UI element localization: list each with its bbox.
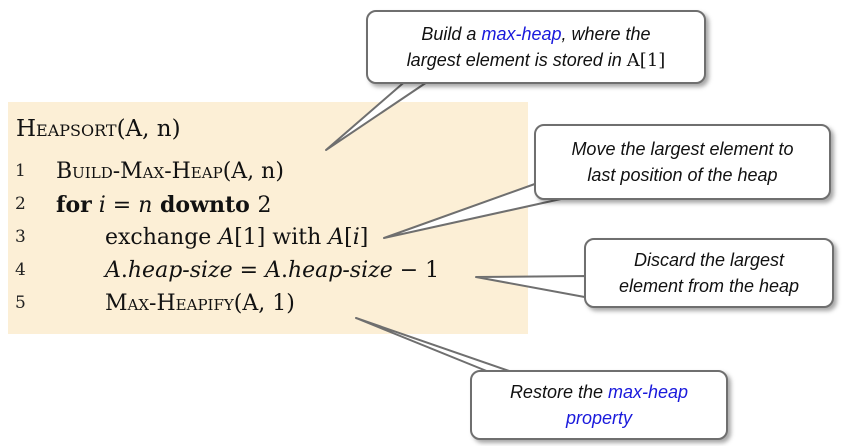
equals-sign: = [232,258,266,283]
loop-start: n [138,193,153,218]
call-args: (A, 1) [233,291,295,316]
procedure-name: Heapsort [16,116,117,142]
pointer-restore [355,317,519,375]
dot: . [120,258,128,283]
callout-text: Restore the [509,382,608,402]
callout-math-a1: A[1] [626,49,666,71]
callout-text: , where the [561,23,651,44]
index-i: i [352,225,360,250]
exchange-word: exchange [105,225,219,250]
code-line-3: 3 exchange A[1] with A[i] [0,225,520,255]
callout-text: element from the heap [618,276,800,296]
call-build-max-heap: Build-Max-Heap [56,159,223,184]
callout-discard-largest: Discard the largest element from the hea… [584,238,834,308]
minus-one: − 1 [392,258,440,283]
call-args: (A, n) [222,159,284,184]
code-line-4: 4 A.heap-size = A.heap-size − 1 [0,258,520,288]
keyword-for: for [56,192,92,218]
callout-text: Build a [421,23,482,44]
bracket-close: ] [359,225,369,250]
callout-text: Move the largest element to [571,139,794,159]
loop-var: i [98,193,106,218]
heap-size-field: heap-size [287,258,393,283]
callout-text: largest element is stored in [406,49,627,70]
procedure-params: (A, n) [116,116,181,142]
line-number: 2 [15,194,26,214]
property-highlight: property [565,408,633,428]
loop-end: 2 [257,193,272,218]
array-a: A [265,258,281,283]
array-a: A [105,258,121,283]
code-line-5: 5 Max-Heapify(A, 1) [0,291,520,321]
callout-build-max-heap: Build a max-heap, where the largest elem… [366,10,706,84]
call-max-heapify: Max-Heapify [105,291,234,316]
dot: . [280,258,288,283]
max-heap-highlight: max-heap [608,382,689,402]
index-1: [1] [234,225,266,250]
pointer-discard [475,275,591,299]
code-line-2: 2 for i = n downto 2 [0,192,520,222]
code-line-1: 1 Build-Max-Heap(A, n) [0,159,520,189]
line-number: 5 [15,293,26,313]
callout-text: last position of the heap [587,165,778,185]
callout-text: Discard the largest [633,250,785,270]
heap-size-field: heap-size [127,258,233,283]
callout-restore-max-heap: Restore the max-heap property [470,370,728,440]
line-number: 3 [15,227,26,247]
callout-move-largest: Move the largest element to last positio… [534,124,831,200]
equals-sign: = [105,193,139,218]
procedure-header: Heapsort(A, n) [16,116,181,142]
array-a: A [328,225,345,250]
line-number: 4 [15,260,26,280]
max-heap-highlight: max-heap [481,23,562,44]
bracket-open: [ [344,225,353,250]
array-a: A [218,225,235,250]
line-number: 1 [15,161,26,181]
keyword-downto: downto [152,192,258,218]
with-word: with [265,225,329,250]
